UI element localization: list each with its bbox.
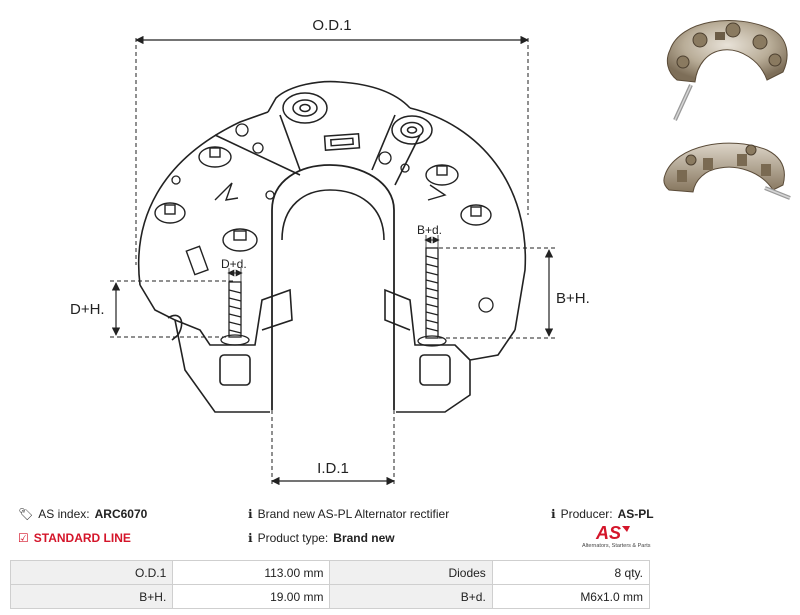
spec-key: B+d. — [329, 584, 493, 609]
right-bolt — [417, 247, 447, 347]
logo-brand: AS — [595, 523, 621, 542]
tags-icon: 🏷︎ — [18, 507, 34, 521]
spec-key: B+H. — [9, 584, 174, 609]
as-pl-logo: AS Alternators, Starters & Parts — [582, 522, 652, 552]
product-photo-top[interactable] — [655, 10, 795, 130]
standard-line: ☑ STANDARD LINE — [18, 531, 131, 545]
spec-value: 113.00 mm — [172, 560, 331, 585]
product-type: ℹ Product type: Brand new — [248, 531, 395, 545]
spec-key: O.D.1 — [9, 560, 174, 585]
producer: ℹ Producer: AS-PL — [551, 507, 654, 521]
producer-label: Producer: — [560, 507, 613, 521]
mounting-holes — [171, 123, 494, 313]
dh-label: D+H. — [70, 301, 105, 318]
as-logo-mark: AS — [595, 523, 630, 542]
as-index: 🏷︎ AS index: ARC6070 — [18, 507, 147, 521]
producer-value: AS-PL — [617, 507, 654, 521]
rectifier-body — [137, 80, 527, 413]
as-index-value: ARC6070 — [94, 507, 148, 521]
info-icon: ℹ — [248, 507, 253, 521]
checkbox-checked-icon: ☑ — [18, 531, 29, 545]
standard-line-label: STANDARD LINE — [33, 531, 131, 545]
dd-label: D+d. — [221, 257, 247, 271]
spec-key: Diodes — [329, 560, 493, 585]
rectifier-technical-drawing: O.D.1 — [70, 17, 590, 486]
product-type-value: Brand new — [333, 531, 395, 545]
as-index-label: AS index: — [38, 507, 90, 521]
bh-label: B+H. — [556, 290, 590, 307]
dd-dimension: D+d. — [221, 257, 247, 282]
bd-dimension: B+d. — [417, 223, 442, 248]
description: ℹ Brand new AS-PL Alternator rectifier — [248, 507, 449, 521]
product-type-label: Product type: — [257, 531, 329, 545]
id-label: I.D.1 — [317, 460, 349, 477]
description-text: Brand new AS-PL Alternator rectifier — [257, 507, 450, 521]
od-dimension: O.D.1 — [135, 17, 529, 265]
info-icon: ℹ — [551, 507, 556, 521]
table-row: O.D.1 113.00 mm Diodes 8 qty. — [9, 560, 651, 585]
id-dimension: I.D.1 — [271, 410, 395, 486]
specifications-table: O.D.1 113.00 mm Diodes 8 qty. B+H. 19.00… — [9, 560, 651, 609]
bd-label: B+d. — [417, 223, 442, 237]
spec-value: M6x1.0 mm — [491, 584, 651, 609]
top-terminals — [282, 92, 433, 151]
table-row: B+H. 19.00 mm B+d. M6x1.0 mm — [9, 584, 651, 609]
left-bolt — [220, 281, 250, 346]
spec-value: 8 qty. — [491, 560, 651, 585]
bh-dimension: B+H. — [432, 247, 590, 339]
od-label: O.D.1 — [312, 17, 351, 34]
spec-value: 19.00 mm — [172, 584, 331, 609]
product-photo-side[interactable] — [655, 130, 795, 250]
logo-tagline: Alternators, Starters & Parts — [582, 543, 651, 549]
product-info: 🏷︎ AS index: ARC6070 ☑ STANDARD LINE ℹ B… — [0, 500, 800, 555]
info-icon: ℹ — [248, 531, 253, 545]
dh-dimension: D+H. — [70, 280, 235, 338]
diode-pads — [154, 146, 492, 276]
